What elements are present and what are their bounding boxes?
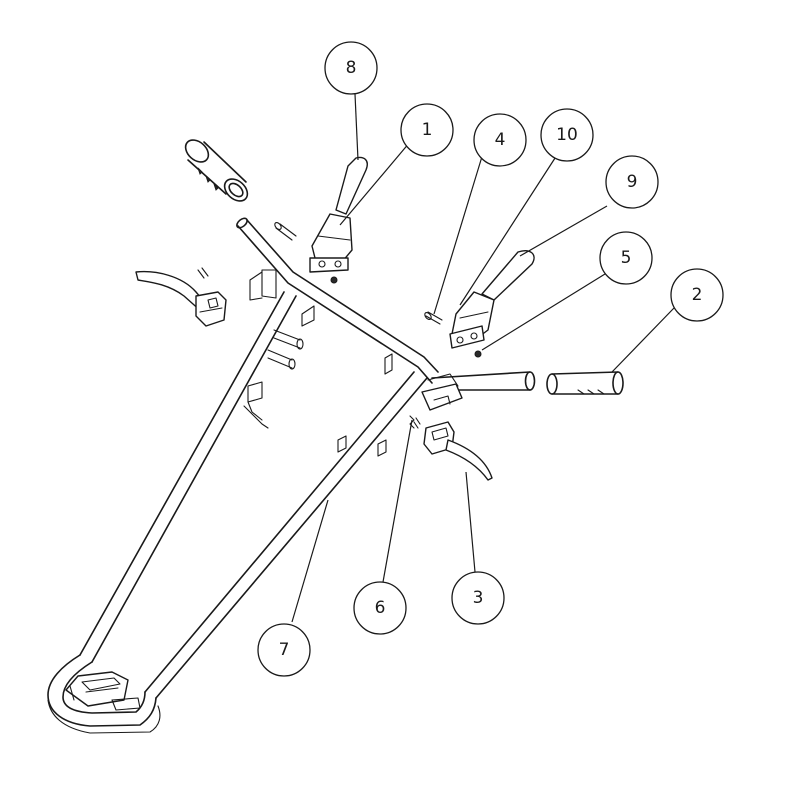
left-brake-lever <box>135 267 227 327</box>
callout-2: 2 <box>670 268 724 322</box>
callout-number: 5 <box>621 248 632 268</box>
callout-number: 7 <box>279 640 290 660</box>
callout-10: 10 <box>540 108 594 162</box>
callout-circle <box>605 155 659 209</box>
main-frame <box>47 217 536 734</box>
callout-number: 10 <box>556 125 578 145</box>
callout-number: 8 <box>346 58 357 78</box>
callout-circle <box>353 581 407 635</box>
left-grip <box>184 139 249 202</box>
callout-circle <box>670 268 724 322</box>
callout-circle <box>257 623 311 677</box>
callout-6: 6 <box>353 581 407 635</box>
callout-circle <box>473 113 527 167</box>
callout-number: 2 <box>692 285 703 305</box>
callout-number: 6 <box>375 598 386 618</box>
callout-number: 3 <box>473 588 484 608</box>
right-handle-assembly <box>424 250 535 358</box>
left-handle-assembly <box>274 156 368 284</box>
right-grip <box>546 371 624 395</box>
callout-number: 9 <box>627 172 638 192</box>
callout-circle <box>540 108 594 162</box>
callout-number: 4 <box>495 130 506 150</box>
callout-4: 4 <box>473 113 527 167</box>
callout-7: 7 <box>257 623 311 677</box>
callout-9: 9 <box>605 155 659 209</box>
callout-circle <box>451 571 505 625</box>
callout-5: 5 <box>599 231 653 285</box>
callout-circle <box>324 41 378 95</box>
callout-3: 3 <box>451 571 505 625</box>
callout-1: 1 <box>400 103 454 157</box>
right-brake-lever <box>413 417 493 481</box>
callout-circle <box>400 103 454 157</box>
callout-bubbles: 1 2 3 4 5 6 7 8 9 10 <box>257 41 724 677</box>
callout-circle <box>599 231 653 285</box>
callout-number: 1 <box>422 120 433 140</box>
callout-8: 8 <box>324 41 378 95</box>
leader-lines <box>291 93 675 623</box>
